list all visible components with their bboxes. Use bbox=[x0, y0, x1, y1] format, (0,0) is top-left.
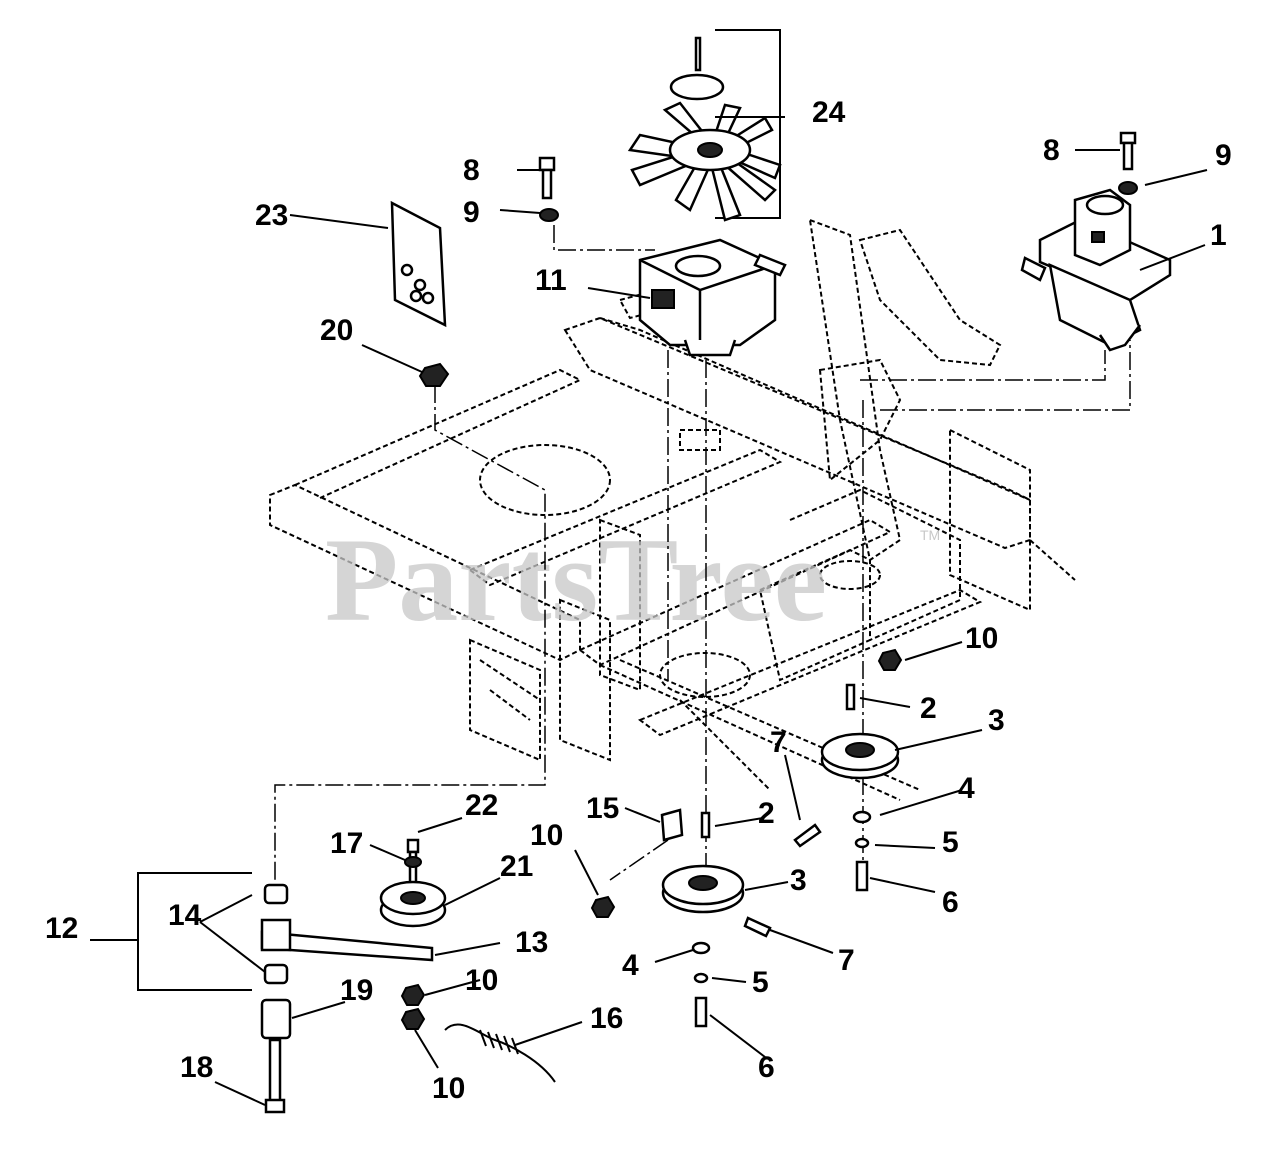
bushing-top bbox=[263, 883, 289, 905]
key-center bbox=[700, 811, 711, 839]
hydro-pump-right bbox=[1020, 188, 1172, 352]
label-11: 11 bbox=[535, 264, 567, 297]
watermark-trademark: TM bbox=[920, 527, 940, 543]
alignment-lines bbox=[274, 225, 1131, 881]
spacer-15 bbox=[660, 808, 684, 842]
nut-right bbox=[877, 648, 903, 671]
label-7-top: 7 bbox=[770, 726, 787, 759]
bolt-right bbox=[1119, 131, 1137, 171]
washer-17 bbox=[404, 856, 422, 868]
decal bbox=[390, 200, 447, 328]
label-20: 20 bbox=[320, 314, 353, 347]
label-8-left: 8 bbox=[463, 154, 480, 187]
leader-lines bbox=[90, 116, 1208, 1106]
nut-center bbox=[590, 895, 616, 918]
bolt-22-head bbox=[406, 838, 420, 854]
label-4-center: 4 bbox=[622, 949, 639, 982]
idler-pulley bbox=[379, 880, 447, 928]
label-13: 13 bbox=[515, 926, 548, 959]
pulley-right bbox=[820, 732, 900, 780]
label-9-right: 9 bbox=[1215, 139, 1232, 172]
chassis-frame bbox=[269, 218, 1076, 801]
label-14: 14 bbox=[168, 899, 202, 932]
lockwasher-5-center bbox=[693, 972, 709, 984]
set-screw-center bbox=[743, 916, 772, 938]
label-6-right: 6 bbox=[942, 886, 959, 919]
label-15: 15 bbox=[586, 792, 619, 825]
spring-coils bbox=[479, 1029, 519, 1055]
label-2-center: 2 bbox=[758, 797, 775, 830]
washer-left bbox=[539, 208, 559, 222]
set-screw-right bbox=[793, 823, 822, 848]
label-8-right: 8 bbox=[1043, 134, 1060, 167]
label-21: 21 bbox=[500, 850, 533, 883]
spacer-19 bbox=[260, 998, 292, 1040]
label-10-center: 10 bbox=[530, 819, 563, 852]
label-2-right: 2 bbox=[920, 692, 937, 725]
label-1: 1 bbox=[1210, 219, 1227, 252]
washer-4-right bbox=[852, 810, 872, 824]
lockwasher-5-right bbox=[854, 837, 870, 849]
label-18: 18 bbox=[180, 1051, 213, 1084]
bolt-18-head bbox=[264, 1098, 286, 1114]
spring-16 bbox=[444, 1023, 556, 1083]
nut-lower-a bbox=[400, 983, 426, 1006]
washer-right bbox=[1118, 181, 1138, 195]
watermark: PartsTree TM bbox=[325, 513, 940, 646]
label-9-left: 9 bbox=[463, 196, 480, 229]
label-6-center: 6 bbox=[758, 1051, 775, 1084]
bolt-left bbox=[538, 156, 556, 200]
idler-arm-boss bbox=[260, 918, 292, 952]
label-5-center: 5 bbox=[752, 966, 769, 999]
label-19: 19 bbox=[340, 974, 373, 1007]
nut-top bbox=[418, 362, 450, 387]
label-3-center: 3 bbox=[790, 864, 807, 897]
label-5-right: 5 bbox=[942, 826, 959, 859]
label-12: 12 bbox=[45, 912, 78, 945]
bolt-18 bbox=[268, 1038, 282, 1104]
key-right bbox=[845, 683, 856, 711]
bracket-12 bbox=[137, 872, 252, 991]
washer-4-center bbox=[691, 941, 711, 955]
hydro-pump bbox=[638, 238, 787, 357]
nut-lower-b bbox=[400, 1007, 426, 1030]
watermark-text: PartsTree bbox=[325, 513, 827, 646]
callout-labels: 24 8 9 23 11 20 8 9 1 10 2 3 7 4 5 6 15 … bbox=[45, 96, 1232, 1105]
label-23: 23 bbox=[255, 199, 288, 232]
label-16: 16 bbox=[590, 1002, 623, 1035]
label-7-bottom: 7 bbox=[838, 944, 855, 977]
fan-assembly bbox=[627, 29, 782, 222]
pulley-center bbox=[661, 864, 745, 914]
bolt-6-center bbox=[694, 996, 708, 1028]
label-10-right: 10 bbox=[965, 622, 998, 655]
label-24: 24 bbox=[812, 96, 846, 129]
label-22: 22 bbox=[465, 789, 498, 822]
label-3-right: 3 bbox=[988, 704, 1005, 737]
label-10-lower-a: 10 bbox=[465, 964, 498, 997]
label-4-right: 4 bbox=[958, 772, 975, 805]
label-17: 17 bbox=[330, 827, 363, 860]
bushing-bottom bbox=[263, 963, 289, 985]
bolt-6-right bbox=[855, 860, 869, 892]
label-10-lower-b: 10 bbox=[432, 1072, 465, 1105]
